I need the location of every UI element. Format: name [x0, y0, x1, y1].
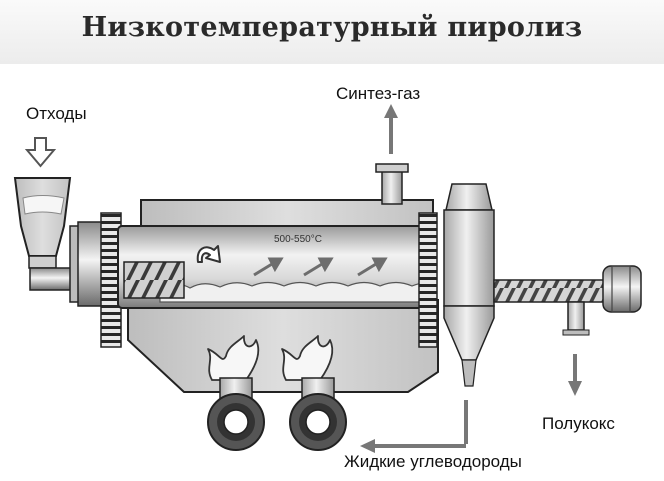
- burner-left: [207, 377, 265, 451]
- separation-column: [443, 183, 495, 387]
- flame-icon: [281, 335, 334, 381]
- syngas-nozzle: [375, 163, 409, 205]
- semicoke-label: Полукокс: [542, 414, 615, 433]
- waste-input-arrow-icon: [24, 137, 57, 168]
- page-title: Низкотемпературный пиролиз: [81, 12, 583, 43]
- feed-screw: [123, 261, 185, 299]
- rotation-arrow-icon: [196, 245, 221, 263]
- semicoke-arrow-icon: [568, 354, 582, 396]
- burner-right: [289, 377, 347, 451]
- title-band: [0, 0, 664, 64]
- flame-icon: [207, 335, 260, 381]
- gas-flow-arrows: [253, 257, 388, 277]
- temperature-label: 500-550°C: [274, 234, 322, 245]
- output-conveyor: [493, 265, 642, 336]
- liquid-hydrocarbons-label: Жидкие углеводороды: [344, 452, 522, 471]
- waste-label: Отходы: [26, 104, 87, 123]
- feed-hopper: [13, 177, 79, 291]
- syngas-label: Синтез-газ: [336, 84, 421, 103]
- right-gear-ring: [418, 212, 438, 348]
- syngas-arrow-icon: [384, 104, 398, 154]
- heat-flames: [207, 335, 334, 381]
- liquid-hydrocarbons-arrow-icon: [360, 400, 468, 453]
- left-flange: [69, 221, 103, 307]
